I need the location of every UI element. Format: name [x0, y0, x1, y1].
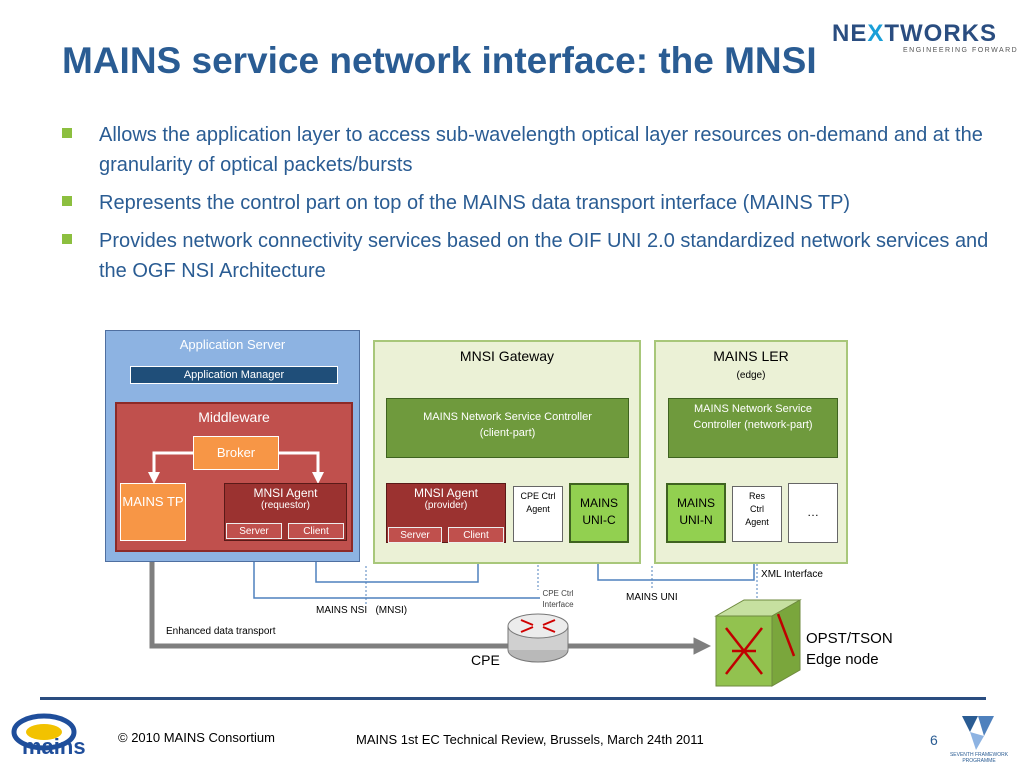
- mains-nsi-label: MAINS NSI (MNSI): [316, 605, 408, 616]
- bullet-marker-icon: [62, 234, 72, 244]
- fp7-logo-icon: [962, 716, 994, 750]
- provider-client[interactable]: Client: [448, 527, 504, 543]
- broker[interactable]: Broker: [193, 436, 279, 470]
- service-controller-client[interactable]: MAINS Network Service Controller (client…: [386, 398, 629, 458]
- bullet-item: Provides network connectivity services b…: [62, 226, 992, 286]
- cpe-ctrl-agent[interactable]: CPE Ctrl Agent: [513, 486, 563, 542]
- bullet-list: Allows the application layer to access s…: [62, 120, 992, 294]
- copyright: © 2010 MAINS Consortium: [118, 730, 275, 745]
- nextworks-logo: NEXTWORKS: [832, 20, 998, 47]
- enhanced-transport-label: Enhanced data transport: [166, 626, 276, 637]
- cpe-ctrl-interface-label: CPE Ctrl Interface: [542, 589, 574, 609]
- xml-interface-label: XML Interface: [761, 569, 823, 580]
- mains-uni-n[interactable]: MAINS UNI-N: [666, 483, 726, 543]
- mains-logo-text: mains: [22, 734, 86, 759]
- requestor-server[interactable]: Server: [226, 523, 282, 539]
- more-agents: …: [788, 483, 838, 543]
- mains-tp[interactable]: MAINS TP: [120, 483, 186, 541]
- service-controller-network[interactable]: MAINS Network Service Controller (networ…: [668, 398, 838, 458]
- bullet-item: Allows the application layer to access s…: [62, 120, 992, 180]
- mains-uni-c[interactable]: MAINS UNI-C: [569, 483, 629, 543]
- middleware-label: Middleware: [198, 409, 270, 425]
- mains-uni-label: MAINS UNI: [626, 592, 678, 603]
- edge-node-icon[interactable]: [712, 596, 804, 690]
- cpe-label: CPE: [471, 652, 500, 668]
- bullet-item: Represents the control part on top of th…: [62, 188, 992, 218]
- footer-divider: [40, 697, 986, 700]
- bullet-marker-icon: [62, 128, 72, 138]
- review-title: MAINS 1st EC Technical Review, Brussels,…: [356, 732, 704, 747]
- provider-server[interactable]: Server: [388, 527, 442, 543]
- ler-label: MAINS LER: [713, 348, 789, 364]
- cpe-router-icon[interactable]: [505, 606, 571, 666]
- res-ctrl-agent[interactable]: Res Ctrl Agent: [732, 486, 782, 542]
- slide-title: MAINS service network interface: the MNS…: [62, 40, 817, 81]
- opst-node-label: OPST/TSON Edge node: [806, 630, 893, 668]
- app-server-label: Application Server: [179, 337, 286, 352]
- gateway-label: MNSI Gateway: [459, 348, 555, 364]
- fp7-text: SEVENTH FRAMEWORK PROGRAMME: [949, 752, 1009, 764]
- broker-arrows: [148, 451, 324, 484]
- nextworks-tagline: ENGINEERING FORWARD: [903, 47, 1019, 54]
- ler-sub: (edge): [736, 370, 766, 381]
- application-manager[interactable]: Application Manager: [130, 366, 338, 384]
- mains-logo-icon: [11, 713, 77, 751]
- bullet-marker-icon: [62, 196, 72, 206]
- page-number: 6: [930, 732, 938, 748]
- requestor-client[interactable]: Client: [288, 523, 344, 539]
